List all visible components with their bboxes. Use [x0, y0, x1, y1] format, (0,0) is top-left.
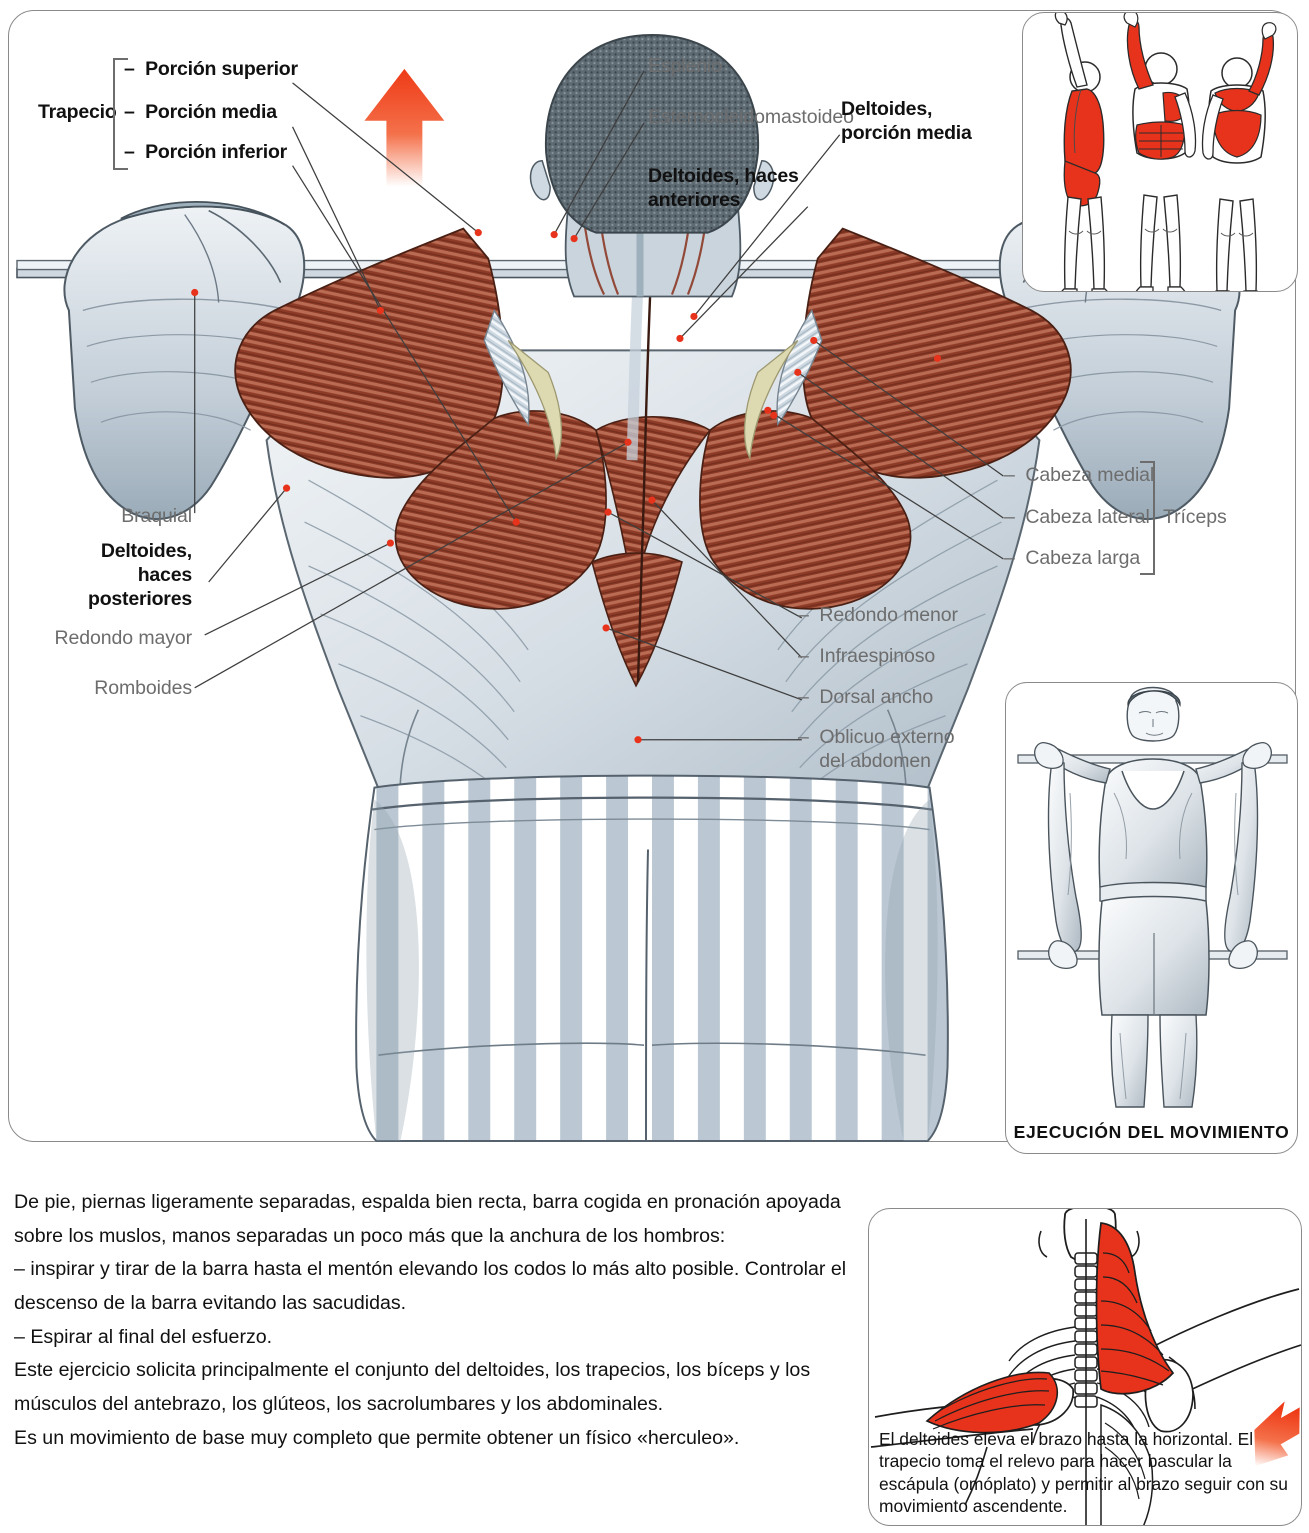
label-esplenio: Esplenio	[648, 55, 723, 77]
left-arm	[63, 201, 306, 520]
description-paragraph-3: – Espirar al final del esfuerzo.	[14, 1325, 273, 1348]
inset-scapula: El deltoides eleva el brazo hasta la hor…	[868, 1208, 1302, 1526]
label-trapecio-group: Trapecio	[38, 101, 117, 123]
label-dorsal-ancho: – Dorsal ancho	[798, 686, 934, 708]
label-esternocleidomastoideo: Esternocleidomastoideo	[648, 106, 854, 128]
execution-caption: EJECUCIÓN DEL MOVIMIENTO	[1013, 1122, 1290, 1142]
label-porcion-inferior: – Porción inferior	[124, 141, 288, 163]
scapula-caption: El deltoides eleva el brazo hasta la hor…	[879, 1428, 1288, 1517]
up-arrow-icon	[364, 68, 445, 187]
label-braquial: Braquial	[121, 505, 192, 527]
exercise-description: De pie, piernas ligeramente separadas, e…	[14, 1186, 862, 1456]
description-paragraph-5: Es un movimiento de base muy completo qu…	[14, 1426, 740, 1449]
striped-pants	[355, 774, 949, 1142]
scapula-up-arrow-icon	[1254, 1401, 1300, 1467]
figure-posterior	[1201, 22, 1277, 291]
left-deltoid-highlight	[925, 1371, 1058, 1434]
label-infraespinoso: – Infraespinoso	[798, 645, 936, 667]
label-redondo-mayor: Redondo mayor	[54, 627, 193, 649]
label-triceps-group: Tríceps	[1163, 506, 1227, 528]
inset-three-figures	[1022, 12, 1298, 292]
tendon-accents	[483, 308, 823, 461]
label-redondo-menor: – Redondo menor	[798, 604, 958, 626]
label-porcion-superior: – Porción superior	[124, 58, 298, 80]
figure-lateral	[1054, 13, 1112, 291]
trapecio-bracket	[113, 58, 128, 170]
triceps-bracket	[1140, 461, 1155, 575]
label-deltoides-haces-anteriores: Deltoides, haces anteriores	[648, 165, 799, 211]
description-paragraph-1: De pie, piernas ligeramente separadas, e…	[14, 1191, 841, 1247]
label-oblicuo-externo-del-abdomen: – Oblicuo externo del abdomen	[798, 726, 955, 772]
label-cabeza-larga: – Cabeza larga	[1004, 547, 1141, 569]
figure-anterior	[1123, 13, 1197, 291]
description-paragraph-2: – inspirar y tirar de la barra hasta el …	[14, 1258, 847, 1315]
label-romboides: Romboides	[94, 677, 192, 699]
description-paragraph-4: Este ejercicio solicita principalmente e…	[14, 1359, 811, 1416]
label-deltoides-porcion-media: Deltoides, porción media	[841, 98, 972, 144]
label-deltoides-haces-posteriores: Deltoides, haces posteriores	[87, 540, 192, 610]
scapula-artwork	[870, 1209, 1301, 1525]
label-cabeza-lateral: – Cabeza lateral	[1004, 506, 1150, 528]
right-trapezius-highlight	[1095, 1222, 1175, 1395]
label-porcion-media: – Porción media	[124, 101, 277, 123]
three-figures-artwork	[1054, 13, 1277, 291]
inset-execution: EJECUCIÓN DEL MOVIMIENTO	[1005, 682, 1298, 1154]
label-cabeza-medial: – Cabeza medial	[1004, 464, 1155, 486]
execution-artwork	[1017, 686, 1288, 1108]
